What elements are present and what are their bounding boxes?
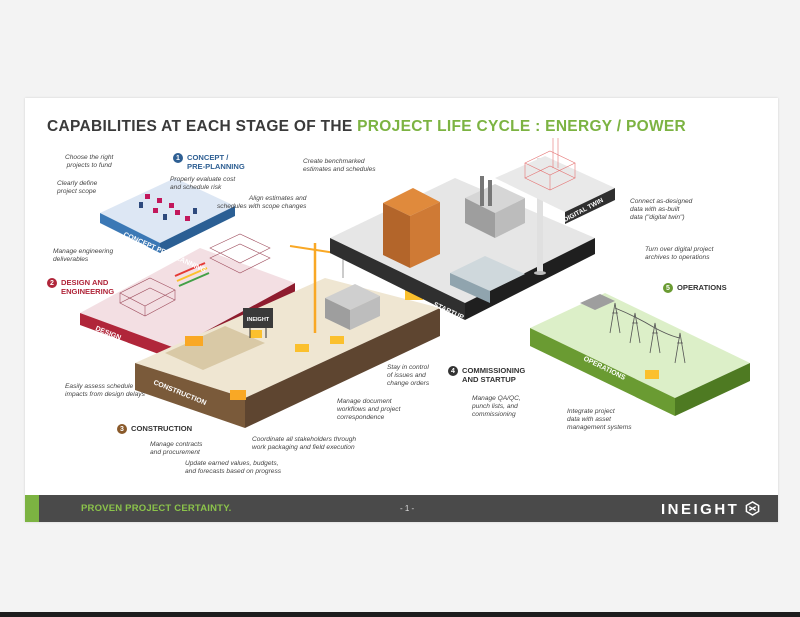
stage-number: 3 (117, 424, 127, 434)
stage-design: 2 DESIGN AND ENGINEERING (47, 278, 141, 297)
startup-platform (330, 158, 595, 320)
stage-title: CONCEPT / (187, 153, 229, 162)
stage-number: 1 (173, 153, 183, 163)
brand-logo-text: INEIGHT (661, 501, 740, 518)
stage-number: 2 (47, 278, 57, 288)
stage-title-line-2: AND STARTUP (462, 375, 516, 385)
stage-title: OPERATIONS (677, 283, 727, 292)
slide-title: CAPABILITIES AT EACH STAGE OF THE PROJEC… (47, 118, 686, 136)
stage-concept: 1 CONCEPT / PRE-PLANNING (173, 153, 267, 172)
slide: CAPABILITIES AT EACH STAGE OF THE PROJEC… (25, 98, 778, 522)
page-number: - 1 - (400, 504, 415, 513)
stage-number: 4 (448, 366, 458, 376)
screen-bottom-bar (0, 612, 800, 617)
footer-tagline: PROVEN PROJECT CERTAINTY. (81, 503, 232, 514)
construction-platform: INEIGHT (135, 243, 440, 428)
operations-platform (530, 293, 750, 416)
brand-mark-icon (745, 501, 760, 516)
title-part-2: PROJECT LIFE CYCLE : ENERGY / POWER (357, 118, 687, 135)
stage-construction: 3 CONSTRUCTION (117, 424, 211, 434)
digital-twin-platform (495, 138, 615, 224)
stage-number: 5 (663, 283, 673, 293)
stage-title: COMMISSIONING (462, 366, 526, 375)
billboard-text: INEIGHT (247, 317, 270, 323)
stage-title-line-2: PRE-PLANNING (187, 162, 245, 172)
stage-title: CONSTRUCTION (131, 424, 193, 433)
lifecycle-diagram: INEIGHT (80, 138, 750, 428)
stage-title-line-2: ENGINEERING (61, 287, 115, 297)
concept-platform (100, 178, 235, 253)
stage-title: DESIGN AND (61, 278, 109, 287)
slide-footer: PROVEN PROJECT CERTAINTY. - 1 - INEIGHT (25, 495, 778, 522)
stage-commissioning: 4 COMMISSIONING AND STARTUP (448, 366, 542, 385)
stage-operations: 5 OPERATIONS (663, 283, 757, 293)
title-part-1: CAPABILITIES AT EACH STAGE OF THE (47, 118, 358, 135)
note-earned-values: Update earned values, budgets,and foreca… (185, 460, 282, 475)
footer-accent (25, 495, 39, 522)
